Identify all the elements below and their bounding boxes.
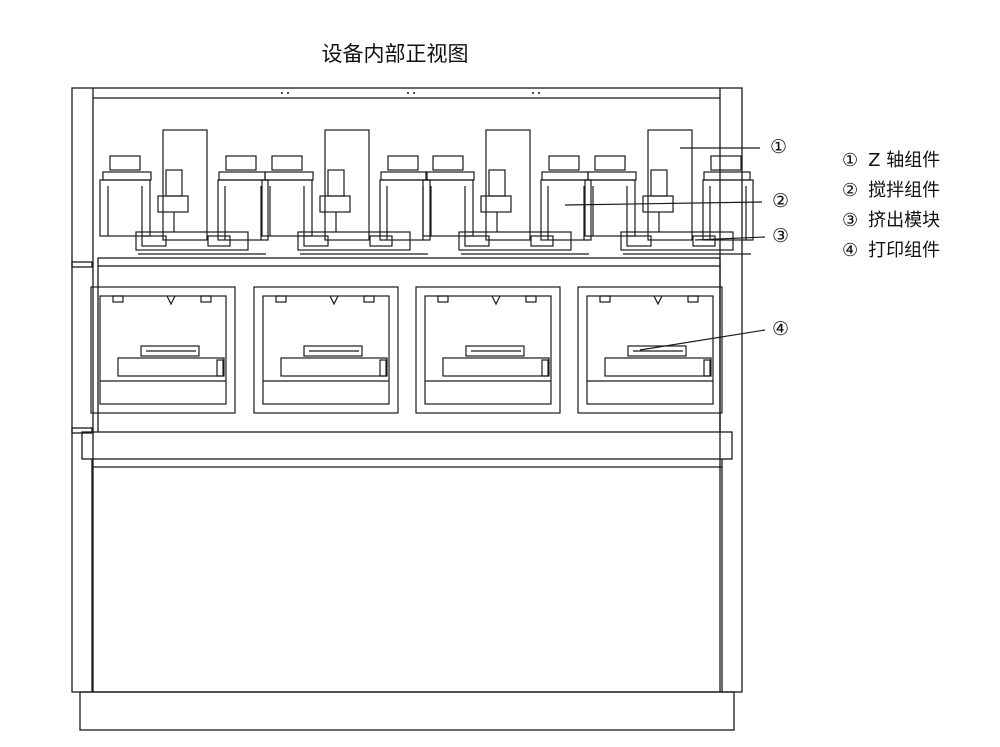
chamber-frame — [415, 286, 561, 414]
upper-module — [261, 129, 431, 255]
print-chamber — [415, 286, 561, 414]
leader-line-4 — [639, 329, 766, 351]
nozzle — [491, 295, 501, 306]
print-assembly — [280, 357, 388, 377]
legend-label: 打印组件 — [868, 240, 941, 261]
upper-shelf — [97, 257, 721, 267]
leader-line-2 — [564, 201, 763, 206]
legend: ① Z 轴组件 ② 搅拌组件 ③ 挤出模块 ④ 打印组件 — [842, 146, 950, 266]
extruder-rail — [135, 231, 249, 251]
z-axis-panel — [647, 129, 693, 241]
callout-2: ② — [772, 190, 790, 212]
legend-marker: ④ — [842, 240, 859, 261]
stirring-unit — [584, 179, 636, 237]
stirring-unit — [422, 179, 474, 237]
chamber-frame — [90, 286, 236, 414]
legend-marker: ① — [842, 150, 859, 171]
stirring-unit — [702, 179, 754, 241]
callout-4: ④ — [772, 318, 790, 340]
legend-label: 挤出模块 — [868, 210, 941, 231]
z-axis-panel — [485, 129, 531, 241]
nozzle — [653, 295, 663, 306]
z-axis-panel — [162, 129, 208, 241]
print-chamber — [90, 286, 236, 414]
extruder-rail — [458, 231, 572, 251]
hopper-top — [225, 155, 257, 171]
print-assembly — [442, 357, 550, 377]
nozzle — [329, 295, 339, 306]
legend-item: ② 搅拌组件 — [842, 176, 950, 206]
legend-marker: ② — [842, 180, 859, 201]
z-axis-motor — [327, 169, 345, 197]
legend-item: ③ 挤出模块 — [842, 206, 950, 236]
counter-shelf — [81, 431, 733, 460]
z-axis-motor — [488, 169, 506, 197]
hopper-top — [548, 155, 580, 171]
hopper-top — [710, 155, 742, 171]
hopper-top — [594, 155, 626, 171]
extruder-rail — [620, 231, 734, 251]
chamber-frame — [253, 286, 399, 414]
hopper-top — [432, 155, 464, 171]
stirring-unit — [99, 179, 151, 237]
hopper-top — [109, 155, 141, 171]
print-chamber — [577, 286, 723, 414]
callout-3: ③ — [772, 225, 790, 247]
extruder-rail — [297, 231, 411, 251]
nozzle — [166, 295, 176, 306]
leader-line-3 — [694, 236, 766, 241]
print-assembly — [604, 357, 712, 377]
legend-label: 搅拌组件 — [868, 180, 941, 201]
legend-item: ① Z 轴组件 — [842, 146, 950, 176]
chamber-frame — [577, 286, 723, 414]
upper-module — [584, 129, 754, 255]
stirring-unit — [540, 179, 592, 241]
z-axis-motor — [650, 169, 668, 197]
z-axis-panel — [324, 129, 370, 241]
hopper-top — [271, 155, 303, 171]
legend-marker: ③ — [842, 210, 859, 231]
stirring-unit — [217, 179, 269, 241]
callout-1: ① — [770, 136, 788, 158]
stirring-unit — [379, 179, 431, 241]
upper-module — [422, 129, 592, 255]
hopper-top — [387, 155, 419, 171]
print-chamber — [253, 286, 399, 414]
stirring-unit — [261, 179, 313, 237]
print-assembly — [117, 357, 225, 377]
cabinet-outer-frame — [71, 87, 743, 693]
z-axis-motor — [165, 169, 183, 197]
legend-label: Z 轴组件 — [868, 150, 941, 171]
figure-title: 设备内部正视图 — [321, 42, 469, 66]
upper-module — [99, 129, 269, 255]
legend-item: ④ 打印组件 — [842, 236, 950, 266]
cabinet-base — [79, 691, 735, 731]
